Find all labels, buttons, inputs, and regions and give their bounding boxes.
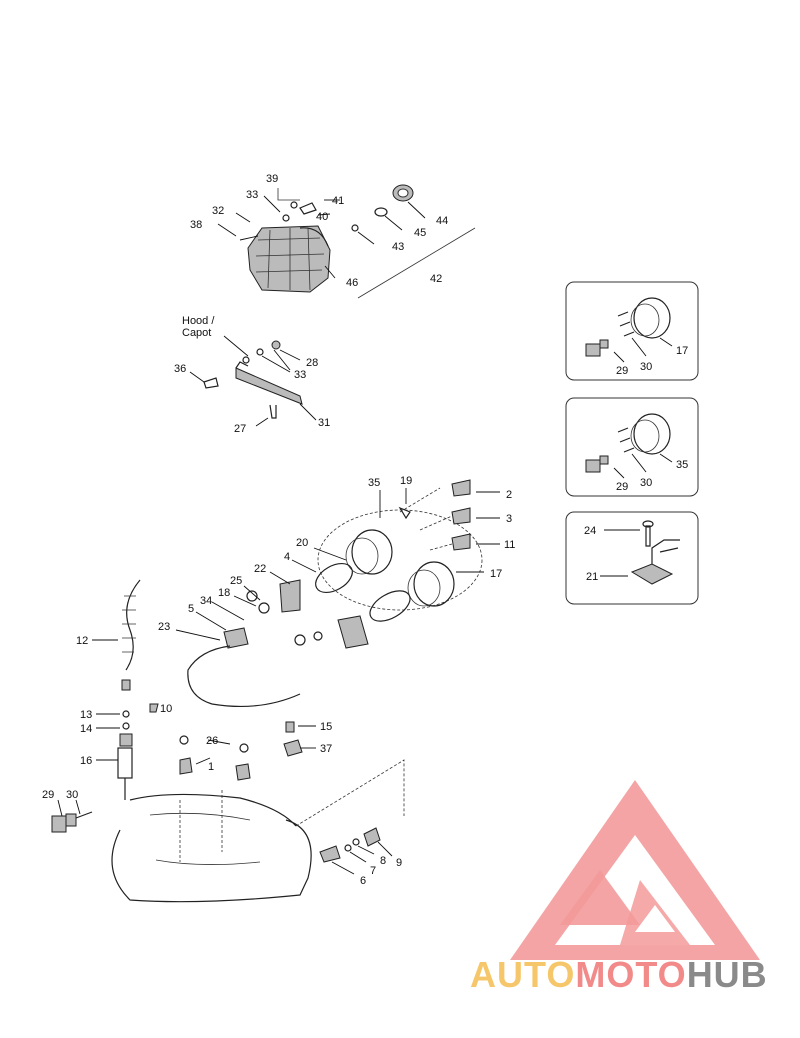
callout-12: 12 [76,635,88,647]
callout-44: 44 [436,215,448,227]
callout-27: 27 [234,423,246,435]
headlight-assembly [217,184,476,299]
callout-43: 43 [392,241,404,253]
inset-gauge-17 [565,281,699,381]
callout-23: 23 [158,621,170,633]
svg-text:AUTOMOTOHUB: AUTOMOTOHUB [470,954,768,995]
callout-37: 37 [320,743,332,755]
callout-30-inset2: 30 [640,477,652,489]
callout-9: 9 [396,857,402,869]
callout-20: 20 [296,537,308,549]
callout-5: 5 [188,603,194,615]
callout-30: 30 [66,789,78,801]
callout-24: 24 [584,525,596,537]
callout-1: 1 [208,761,214,773]
hood-label-line1: Hood / [182,315,215,327]
inset-gauge-35 [565,397,699,497]
callout-22: 22 [254,563,266,575]
hood-label-line2: Capot [182,327,211,339]
callout-29-inset2: 29 [616,481,628,493]
callout-28: 28 [306,357,318,369]
logo-hub: HUB [687,954,768,995]
callout-13: 13 [80,709,92,721]
callout-18: 18 [218,587,230,599]
callout-7: 7 [370,865,376,877]
callout-3: 3 [506,513,512,525]
callout-8: 8 [380,855,386,867]
callout-15: 15 [320,721,332,733]
callout-45: 45 [414,227,426,239]
logo-auto: AUTO [470,954,575,995]
speedo-cable [51,579,159,833]
callout-35-inset: 35 [676,459,688,471]
callout-33: 33 [246,189,258,201]
callout-26: 26 [206,735,218,747]
callout-29-inset1: 29 [616,365,628,377]
inset-regulator-21 [565,511,699,605]
callout-33-hood: 33 [294,369,306,381]
callout-17: 17 [490,568,502,580]
callout-16: 16 [80,755,92,767]
callout-31: 31 [318,417,330,429]
callout-35: 35 [368,477,380,489]
callout-29: 29 [42,789,54,801]
hood-bracket [189,335,317,427]
automotohub-logo: AUTOMOTOHUB [470,780,768,995]
callout-32: 32 [212,205,224,217]
wiring-harness [111,721,405,903]
callout-30-inset1: 30 [640,361,652,373]
callout-14: 14 [80,723,92,735]
callout-2: 2 [506,489,512,501]
callout-11: 11 [504,539,515,551]
gauge-assembly [175,479,500,708]
callout-40: 40 [316,211,328,223]
callout-6: 6 [360,875,366,887]
callout-36: 36 [174,363,186,375]
callout-46: 46 [346,277,358,289]
callout-38: 38 [190,219,202,231]
logo-moto: MOTO [575,954,686,995]
callout-25: 25 [230,575,242,587]
callout-21: 21 [586,571,598,583]
callout-labels: Hood / Capot 1 2 3 4 5 6 7 8 9 10 11 12 … [42,173,688,887]
callout-42: 42 [430,273,442,285]
callout-10: 10 [160,703,172,715]
callout-41: 41 [332,195,344,207]
callout-39: 39 [266,173,278,185]
callout-4: 4 [284,551,290,563]
callout-34: 34 [200,595,212,607]
callout-17-inset: 17 [676,345,688,357]
callout-19: 19 [400,475,412,487]
